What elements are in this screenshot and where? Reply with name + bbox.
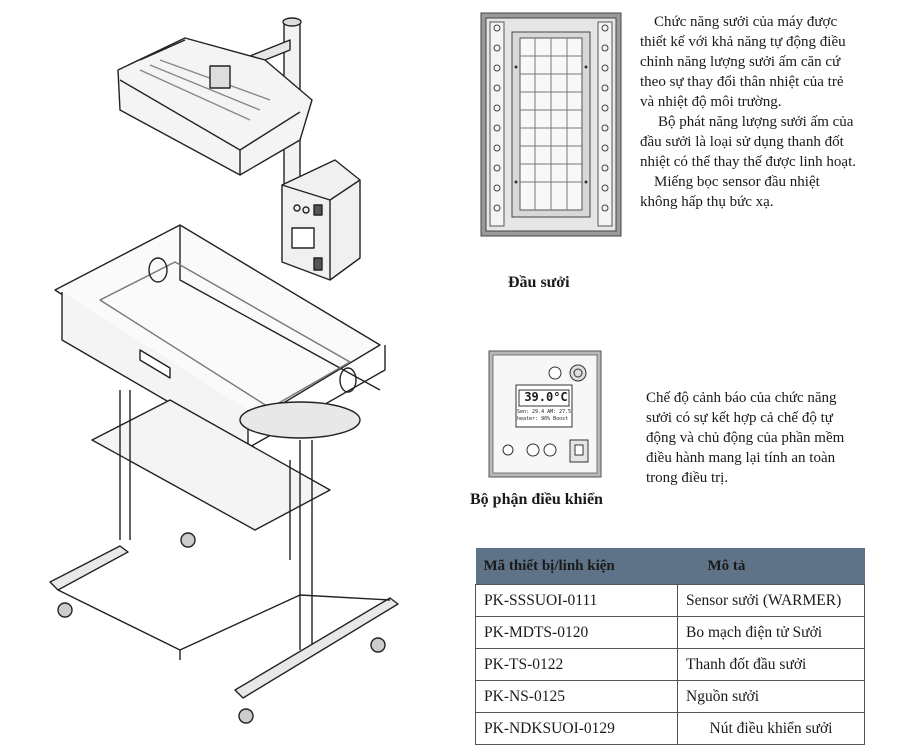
part-code: PK-MDTS-0120 <box>475 616 678 649</box>
text-line: nhiệt có thể thay thế được linh hoạt. <box>640 154 857 170</box>
table-row: PK-NDKSUOI-0129 Nút điều khiển sưởi <box>475 712 865 745</box>
table-header-row: Mã thiết bị/linh kiện Mô tả <box>475 548 865 585</box>
part-description: Bo mạch điện tử Sưởi <box>677 616 865 649</box>
column-header-description: Mô tả <box>677 548 865 585</box>
text-line: Bộ phát năng lượng sưởi ấm của <box>658 114 854 130</box>
table-row: PK-SSSUOI-0111 Sensor sưởi (WARMER) <box>475 584 865 617</box>
text-line: trong điều trị. <box>646 470 729 486</box>
infant-warmer-illustration <box>49 17 399 724</box>
part-description: Nút điều khiển sưởi <box>677 712 865 745</box>
part-description: Thanh đốt đầu sưởi <box>677 648 865 681</box>
part-code: PK-NS-0125 <box>475 680 678 713</box>
control-panel-image <box>488 350 602 478</box>
heater-caption: Đầu sưởi <box>508 274 570 291</box>
text-line: Chế độ cảnh báo của chức năng <box>646 390 837 406</box>
column-header-code: Mã thiết bị/linh kiện <box>475 548 678 585</box>
text-line: động và chủ động của phần mềm <box>646 430 845 446</box>
table-row: PK-TS-0122 Thanh đốt đầu sưởi <box>475 648 865 681</box>
lcd-status-line-2: heater: 90% Boost <box>517 416 569 422</box>
heater-head-image <box>480 12 622 237</box>
part-code: PK-NDKSUOI-0129 <box>475 712 678 745</box>
parts-table: Mã thiết bị/linh kiện Mô tả PK-SSSUOI-01… <box>475 548 865 745</box>
controller-caption: Bộ phận điều khiển <box>470 491 603 508</box>
part-description: Nguồn sưởi <box>677 680 865 713</box>
text-line: không hấp thụ bức xạ. <box>640 194 774 210</box>
part-code: PK-TS-0122 <box>475 648 678 681</box>
text-line: và nhiệt độ môi trường. <box>640 94 782 110</box>
table-row: PK-MDTS-0120 Bo mạch điện tử Sưởi <box>475 616 865 649</box>
lcd-status-line-1: Sen: 29.4 AM: 27.5 <box>517 409 572 415</box>
text-line: đầu sưởi là loại sử dụng thanh đốt <box>640 134 844 150</box>
part-description: Sensor sưởi (WARMER) <box>677 584 865 617</box>
heater-description: Chức năng sưởi của máy được thiết kế với… <box>640 12 910 212</box>
text-line: điều hành mang lại tính an toàn <box>646 450 836 466</box>
text-line: thiết kế với khả năng tự động điều <box>640 34 846 50</box>
part-code: PK-SSSUOI-0111 <box>475 584 678 617</box>
text-line: chỉnh năng lượng sưởi ấm căn cứ <box>640 54 841 70</box>
lcd-temperature: 39.0°C <box>524 390 568 404</box>
text-line: Miếng bọc sensor đầu nhiệt <box>654 174 820 190</box>
controller-description: Chế độ cảnh báo của chức năng sưởi có sự… <box>646 388 914 488</box>
text-line: Chức năng sưởi của máy được <box>654 14 838 30</box>
text-line: theo sự thay đổi thân nhiệt của trẻ <box>640 74 844 90</box>
table-row: PK-NS-0125 Nguồn sưởi <box>475 680 865 713</box>
text-line: sưởi có sự kết hợp cả chế độ tự <box>646 410 833 426</box>
